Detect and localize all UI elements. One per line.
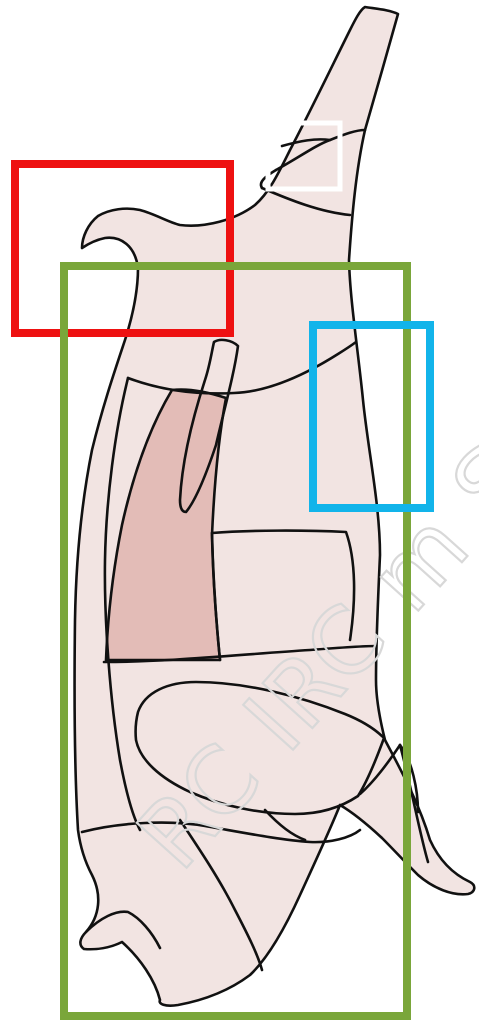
carcass-diagram: RC IRC m Swin — [0, 0, 479, 1022]
diagram-canvas: RC IRC m Swin — [0, 0, 479, 1022]
